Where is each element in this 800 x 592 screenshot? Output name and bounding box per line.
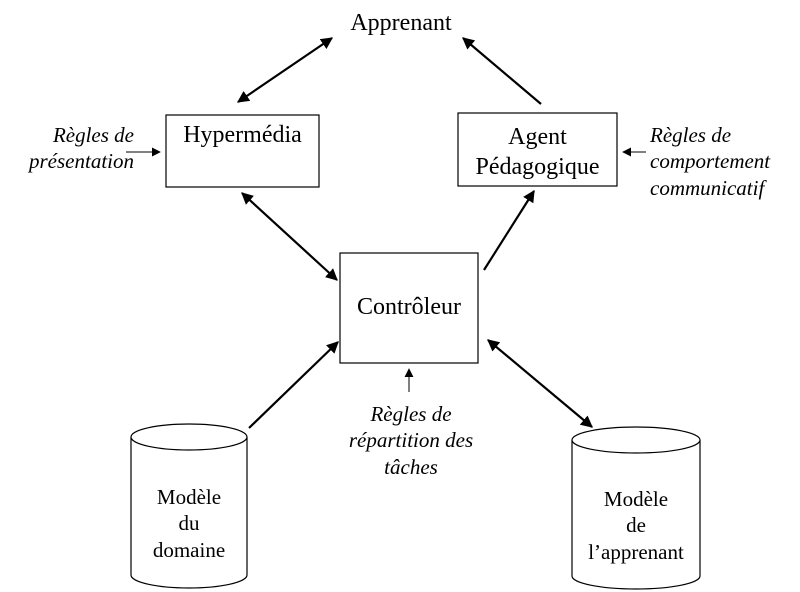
controleur-label: Contrôleur <box>357 294 461 320</box>
comportement-line2: comportement <box>650 149 771 174</box>
modele-domaine-label: Modèle du domaine <box>131 484 247 563</box>
comportement-line1: Règles de <box>650 123 732 147</box>
apprenant-label: Apprenant <box>350 10 452 36</box>
modele-apprenant-line2: de <box>626 513 646 538</box>
agent-label-line1: Agent <box>508 124 567 150</box>
arrow-hypermedia-controleur <box>241 192 338 281</box>
presentation-line1: Règles de <box>52 123 134 147</box>
comportement-annotation: Règles de comportement communicatif <box>650 122 798 201</box>
arrow-domaine-controleur <box>248 341 339 429</box>
hypermedia-box <box>165 114 320 188</box>
modele-apprenant-cylinder <box>571 426 701 590</box>
repartition-annotation: Règles de répartition des tâches <box>333 401 489 480</box>
modele-domaine-line2: du <box>178 511 200 536</box>
arrow-controleur-agent <box>483 189 535 271</box>
modele-apprenant-line1: Modèle <box>603 487 669 511</box>
presentation-line2: présentation <box>29 149 134 174</box>
modele-domaine-line1: Modèle <box>156 485 222 509</box>
presentation-annotation: Règles de présentation <box>2 122 134 175</box>
modele-domaine-line3: domaine <box>152 537 226 562</box>
agent-label-line2: Pédagogique <box>475 154 600 180</box>
arrow-hypermedia-apprenant <box>237 37 333 103</box>
modele-domaine-cylinder <box>130 423 248 589</box>
arrow-controleur-apprenant-model <box>487 339 593 428</box>
modele-apprenant-line3: l’apprenant <box>588 539 684 564</box>
controleur-box <box>339 252 479 364</box>
repartition-line1: Règles de <box>370 402 452 426</box>
repartition-line2: répartition des <box>348 428 474 453</box>
agent-box <box>457 112 618 187</box>
modele-apprenant-label: Modèle de l’apprenant <box>572 486 700 565</box>
agent-label: Agent Pédagogique <box>458 122 617 182</box>
hypermedia-label: Hypermédia <box>183 122 302 148</box>
arrow-agent-apprenant <box>462 37 542 105</box>
comportement-line3: communicatif <box>650 175 765 200</box>
repartition-line3: tâches <box>384 454 438 479</box>
